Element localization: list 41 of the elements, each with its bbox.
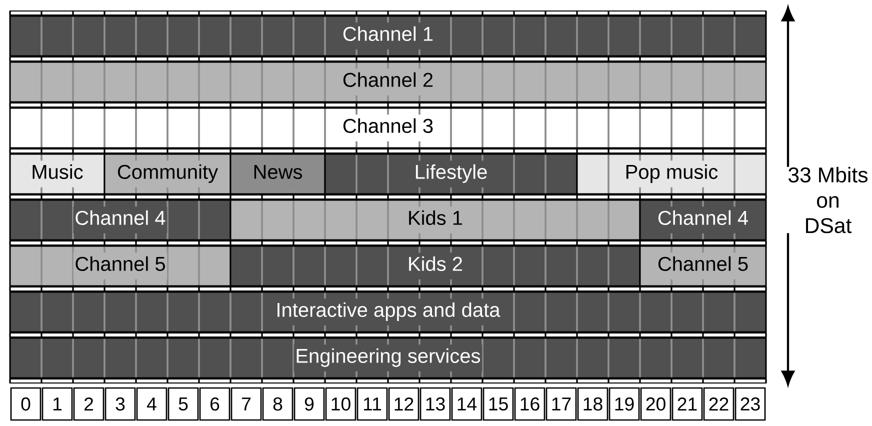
hour-box: 2 (73, 387, 104, 421)
programme-band: Channel 3 (9, 107, 767, 149)
hour-box: 23 (734, 387, 766, 421)
programme-band: Channel 2 (9, 61, 767, 103)
programme-band: Kids 2 (230, 245, 641, 287)
hour-box: 9 (294, 387, 325, 421)
hour-box: 22 (703, 387, 734, 421)
hour-box: 15 (482, 387, 514, 421)
side-label: 33 Mbits on DSat (782, 166, 872, 234)
hour-box: 6 (199, 387, 230, 421)
programme-band: News (230, 153, 326, 195)
hour-box: 11 (356, 387, 388, 421)
hour-box: 3 (104, 387, 136, 421)
hour-box: 5 (168, 387, 199, 421)
programme-band: Music (9, 153, 106, 195)
hour-box: 10 (325, 387, 356, 421)
hour-box: 20 (640, 387, 672, 421)
hour-box: 17 (546, 387, 577, 421)
programme-band: Channel 4 (639, 199, 767, 241)
programme-band: Channel 5 (9, 245, 232, 287)
programme-band: Channel 1 (9, 15, 767, 57)
hour-box: 14 (451, 387, 482, 421)
programme-band: Pop music (576, 153, 767, 195)
hour-box: 18 (577, 387, 608, 421)
programme-band: Interactive apps and data (9, 291, 767, 333)
programme-band: Engineering services (9, 337, 767, 379)
hour-box: 12 (388, 387, 420, 421)
hour-box: 4 (136, 387, 168, 421)
programme-band: Kids 1 (230, 199, 641, 241)
programme-band: Channel 4 (9, 199, 232, 241)
hour-box: 8 (262, 387, 294, 421)
hour-box: 16 (514, 387, 546, 421)
hour-box: 7 (230, 387, 262, 421)
hour-box: 21 (672, 387, 703, 421)
programme-band: Community (104, 153, 232, 195)
hour-box: 0 (10, 387, 42, 421)
hour-box: 1 (42, 387, 73, 421)
hour-box: 19 (608, 387, 640, 421)
hour-box: 13 (420, 387, 451, 421)
programme-band: Lifestyle (324, 153, 578, 195)
programme-band: Channel 5 (639, 245, 767, 287)
